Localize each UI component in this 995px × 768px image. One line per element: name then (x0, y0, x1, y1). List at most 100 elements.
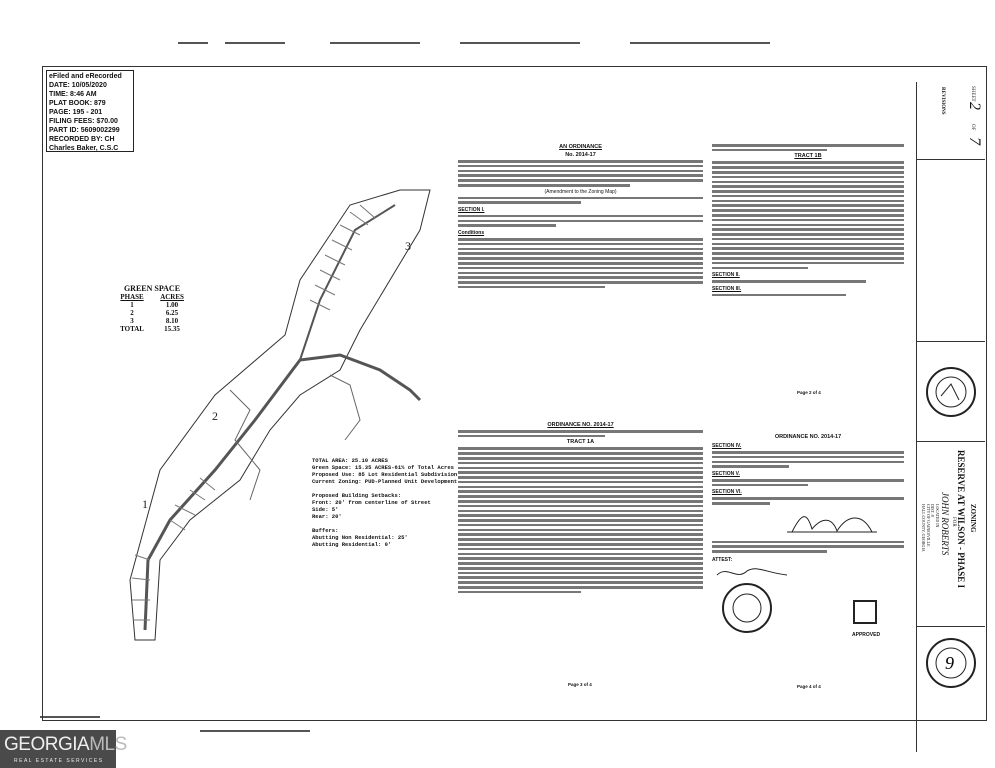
scan-mark (460, 42, 580, 44)
page-number: Page 4 of 4 (797, 684, 821, 689)
scan-mark (225, 42, 285, 44)
text-block (458, 196, 703, 204)
phase-label: 3 (405, 239, 411, 253)
surveyor-cell: 9 (917, 627, 985, 752)
for-label: FOR (951, 517, 956, 527)
clerk-signature (716, 568, 788, 576)
ordinance-title: ORDINANCE NO. 2014-17 (547, 422, 614, 428)
text-block (712, 280, 904, 283)
sheet-total: 7 (966, 137, 983, 145)
scan-mark (40, 716, 100, 718)
cell: 6.25 (165, 309, 179, 317)
revisions-label: REVISIONS (940, 87, 945, 115)
engineer-seal-icon (926, 367, 976, 417)
section-heading: Conditions (458, 230, 485, 237)
section-heading: SECTION VI. (712, 489, 742, 496)
surveyor-logo-icon: 9 (926, 638, 976, 688)
property-boundary (129, 189, 431, 641)
ordinance-number: No. 2014-17 (565, 152, 596, 158)
cell: 1.00 (165, 301, 179, 309)
text-block (712, 478, 904, 487)
section-heading: SECTION II. (712, 272, 740, 279)
road (143, 353, 422, 631)
sheet-border (42, 66, 987, 721)
cell: 3 (130, 317, 134, 325)
ordinance-title: ORDINANCE NO. 2014-17 (774, 434, 842, 440)
scan-mark (200, 730, 310, 732)
page-number: Page 3 of 4 (568, 682, 592, 687)
section-heading: SECTION IV. (712, 443, 742, 449)
text-block (712, 293, 904, 297)
efiled-stamp: eFiled and eRecorded DATE: 10/05/2020 TI… (46, 70, 134, 152)
efiled-fees: FILING FEES: $70.00 (49, 118, 118, 125)
efiled-date: DATE: 10/05/2020 (49, 82, 107, 89)
sheet-number: 2 (966, 102, 983, 110)
efiled-recorded-by: RECORDED BY: CH (49, 136, 115, 143)
seals (716, 568, 877, 633)
city-seal-icon (722, 582, 772, 633)
cell: TOTAL (120, 325, 144, 333)
text-block (458, 214, 703, 228)
cell: 2 (130, 309, 134, 317)
ordinance-page-1: AN ORDINANCE No. 2014-17 (Amendment to t… (458, 142, 703, 290)
approved-stamp: APPROVED (852, 632, 881, 638)
section-heading: SECTION I. (458, 206, 485, 213)
owner-name: JOHN ROBERTS (940, 492, 950, 556)
svg-text:9: 9 (945, 653, 954, 673)
page-number: Page 2 of 4 (797, 390, 821, 395)
text-block (458, 430, 703, 438)
ordinance-page-2: TRACT 1B SECTION II. SECTION III. Page 2… (712, 142, 904, 395)
phase-label: 1 (142, 497, 148, 511)
zoning-label: ZONING (969, 504, 977, 533)
sheet-number-cell: SHEET 2 OF 7 REVISIONS (917, 82, 985, 160)
engineer-seal-cell (917, 342, 985, 442)
text-block (712, 451, 904, 468)
project-title-cell: ZONING RESERVE AT WILSON - PHASE I FOR J… (917, 442, 985, 627)
header-acres: ACRES (160, 293, 184, 301)
text-block (712, 144, 904, 152)
mayor-signature (787, 515, 877, 533)
efiled-part-id: PART ID: 5609002299 (49, 127, 120, 134)
scan-mark (330, 42, 420, 44)
section-heading: SECTION V. (712, 470, 740, 477)
efiled-page: PAGE: 195 - 201 (49, 109, 103, 116)
phase-label: 2 (212, 409, 218, 423)
city-seal-inner (732, 593, 762, 623)
cell: 1 (130, 301, 134, 309)
ordinance-page-3: ORDINANCE NO. 2014-17 TRACT 1A Page 3 of… (458, 420, 703, 687)
text-block (458, 447, 703, 594)
text-block (458, 238, 703, 289)
location-note: LOCATED IN DIST. 8 CITY OF GAINESVILLE H… (921, 504, 941, 552)
header-phase: PHASE (120, 293, 144, 301)
efiled-clerk: Charles Baker, C.S.C (49, 145, 119, 152)
text-block (458, 160, 703, 187)
efiled-plat-book: PLAT BOOK: 879 (49, 100, 106, 107)
blank-cell (917, 160, 985, 342)
approval-stamp-icon (853, 599, 877, 624)
text-block (712, 497, 904, 505)
green-space-title: GREEN SPACE (123, 284, 181, 293)
of-label: OF (970, 124, 975, 131)
tract-heading: TRACT 1A (566, 439, 595, 446)
lot-lines (131, 204, 376, 621)
ordinance-page-4: ORDINANCE NO. 2014-17 SECTION IV. SECTIO… (712, 432, 904, 692)
efiled-time: TIME: 8:46 AM (49, 91, 97, 98)
site-data-notes: TOTAL AREA: 25.10 ACRES Green Space: 15.… (312, 457, 458, 548)
title-block: SHEET 2 OF 7 REVISIONS ZONING RESERVE AT… (916, 82, 985, 752)
tract-heading: TRACT 1B (794, 153, 822, 160)
ordinance-title: AN ORDINANCE (559, 144, 602, 150)
scan-mark (630, 42, 770, 44)
georgia-mls-watermark: GEORGIAMLS REAL ESTATE SERVICES (0, 730, 127, 768)
attest-label: ATTEST: (712, 556, 733, 563)
sheet-label: SHEET (970, 86, 975, 102)
watermark-brand: GEORGIAMLS (4, 734, 127, 755)
project-name: RESERVE AT WILSON - PHASE I (956, 450, 966, 588)
creek (229, 374, 361, 501)
scan-mark (178, 42, 208, 44)
